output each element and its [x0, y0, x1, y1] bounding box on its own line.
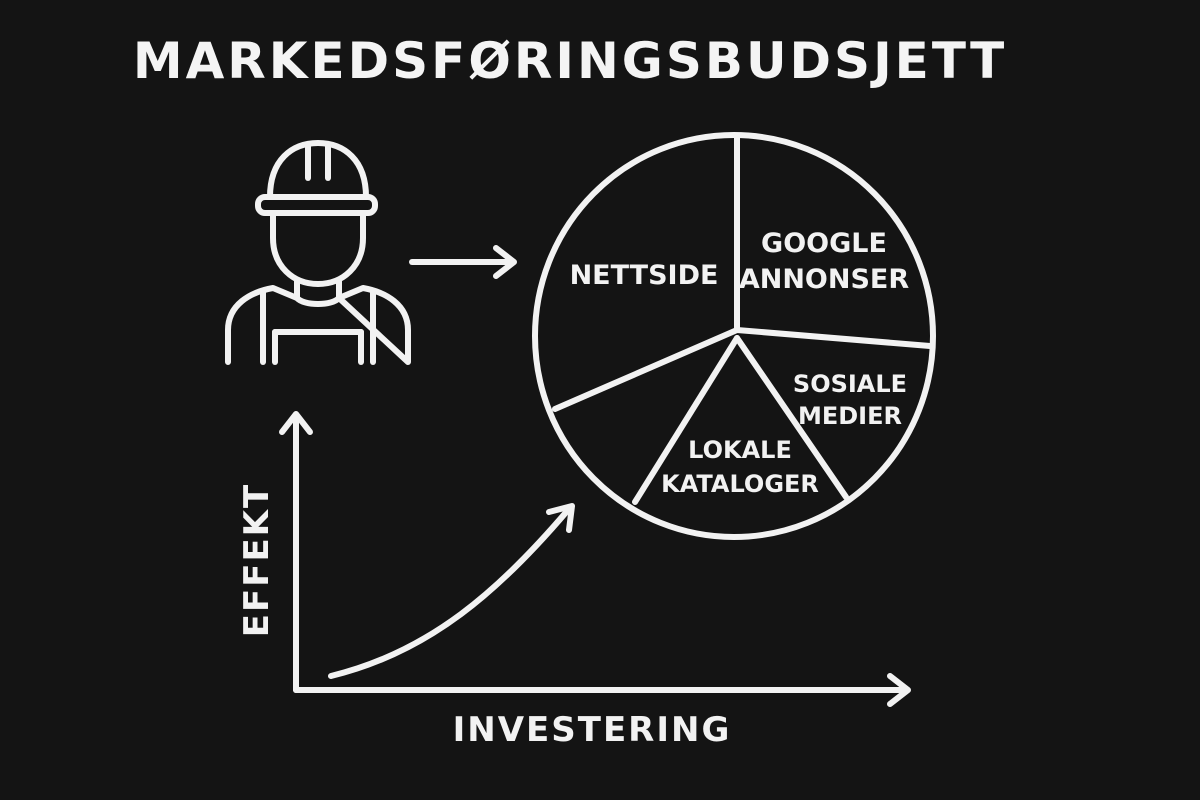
pie-divider-lower-right — [734, 335, 849, 500]
y-axis-arrowhead — [279, 411, 313, 435]
segment-label-lokale-line1: LOKALE — [688, 436, 792, 464]
x-axis-label: INVESTERING — [453, 710, 732, 750]
segment-label-sosiale-line2: MEDIER — [798, 402, 902, 430]
x-axis-arrowhead — [887, 673, 911, 707]
budget-pie-chart — [532, 132, 936, 540]
segment-label-sosiale-line1: SOSIALE — [793, 370, 907, 398]
pie-divider-lower-left — [632, 335, 740, 505]
y-axis-label: EFFEKT — [237, 483, 277, 637]
segment-label-lokale-line2: KATALOGER — [661, 470, 819, 498]
segment-label-google-line2: ANNONSER — [739, 264, 910, 295]
pie-outline — [532, 132, 936, 540]
diagram-title: MARKEDSFØRINGSBUDSJETT — [132, 32, 1008, 90]
right-arrow-icon — [409, 245, 517, 279]
growth-curve-arrowhead — [546, 503, 575, 533]
pie-divider-right — [734, 327, 933, 349]
segment-label-nettside: NETTSIDE — [570, 260, 719, 291]
segment-label-google-line1: GOOGLE — [761, 228, 887, 259]
growth-curve — [328, 507, 571, 679]
effect-investment-axes — [279, 411, 911, 707]
construction-worker-icon — [225, 140, 411, 365]
pie-divider-left — [552, 327, 740, 412]
